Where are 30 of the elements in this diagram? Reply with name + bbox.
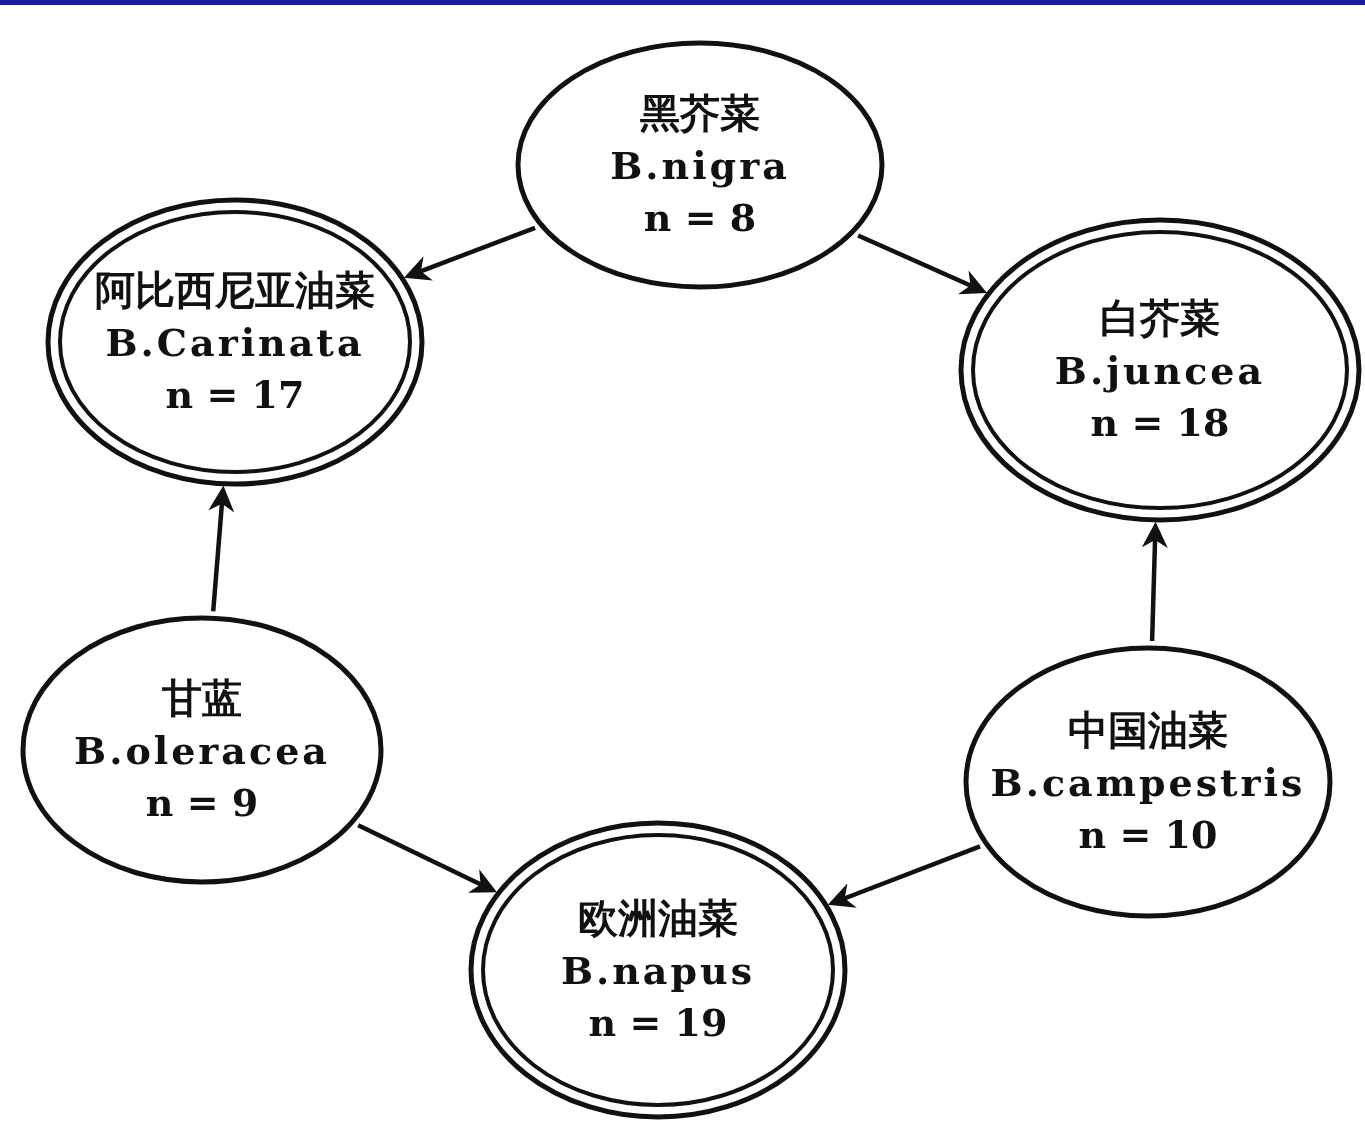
chromosome-count: n = 9 (145, 781, 259, 825)
chinese-name: 阿比西尼亚油菜 (94, 267, 376, 314)
arrow (357, 823, 497, 893)
chromosome-count: n = 8 (643, 196, 757, 240)
chromosome-count: n = 19 (588, 1001, 728, 1045)
species-circle (20, 615, 384, 885)
arrow (1141, 521, 1168, 642)
chinese-name: 中国油菜 (1067, 707, 1229, 754)
species-circle (963, 645, 1333, 919)
species-name: B.nigra (610, 144, 790, 188)
species-circle (45, 197, 425, 487)
species-name: B.oleracea (74, 729, 330, 773)
chinese-name: 黑芥菜 (639, 90, 761, 137)
species-name: B.Carinata (105, 321, 365, 365)
chinese-name: 欧洲油菜 (577, 895, 739, 942)
arrow (857, 233, 987, 295)
chromosome-count: n = 10 (1078, 813, 1218, 857)
arrow (208, 485, 235, 612)
arrow (827, 844, 981, 908)
chinese-name: 甘蓝 (161, 675, 243, 722)
species-circle (468, 820, 848, 1120)
species-circle (515, 40, 885, 290)
arrow (403, 225, 536, 281)
species-circle (958, 217, 1362, 523)
species-name: B.campestris (990, 761, 1306, 805)
chinese-name: 白芥菜 (1099, 295, 1221, 342)
chromosome-count: n = 18 (1090, 401, 1230, 445)
species-name: B.napus (560, 949, 756, 993)
species-name: B.juncea (1054, 349, 1266, 393)
chromosome-count: n = 17 (165, 373, 305, 417)
